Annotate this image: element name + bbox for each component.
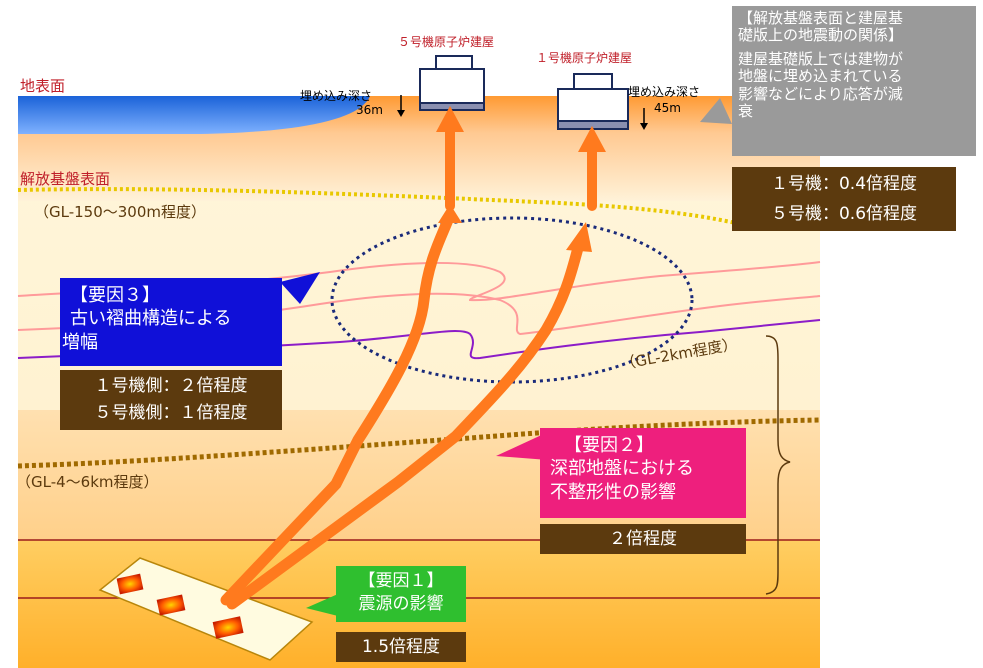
callout-top-body-4: 衰: [738, 101, 754, 120]
wave-path-unit1: [226, 242, 584, 610]
factor2-line1: 深部地盤における: [550, 458, 694, 480]
bedrock-line: [17, 187, 741, 226]
callout-top-ratios: １号機：0.4倍程度 ５号機：0.6倍程度: [732, 167, 956, 231]
sea: [18, 96, 370, 134]
factor3-ratio-1: １号機側：２倍程度: [94, 376, 248, 396]
unit5-building: [419, 55, 485, 111]
unit1-building-label: １号機原子炉建屋: [536, 51, 633, 65]
callout-top-body-1: 建屋基礎版上では建物が: [738, 49, 904, 68]
fault-patch-1: [116, 573, 144, 595]
callout-top-body-2: 地盤に埋め込まれている: [738, 67, 903, 86]
wave-path-unit5: [220, 214, 454, 606]
depth-arrow-unit5: [397, 95, 405, 117]
factor2-title: 【要因２】: [564, 435, 654, 456]
bedrock-depth-label: （GL-150～300m程度）: [34, 203, 207, 221]
arrowhead-unit1-lower: [566, 222, 592, 252]
arrowhead-unit5-upper: [436, 106, 464, 132]
fault-patch-2: [156, 594, 186, 616]
factor3-pointer: [280, 272, 320, 304]
factor3-ratio-2: ５号機側：１倍程度: [94, 403, 248, 423]
unit5-building-label: ５号機原子炉建屋: [398, 35, 495, 49]
callout-top-ratio-2: ５号機：0.6倍程度: [770, 204, 918, 224]
factor3-box: 【要因３】 古い褶曲構造による 増幅: [60, 278, 282, 366]
callout-top-body-3: 影響などにより応答が減: [738, 84, 903, 103]
callout-top-ratio-1: １号機：0.4倍程度: [770, 174, 918, 194]
surface-label: 地表面: [20, 77, 66, 95]
fault-plane: [98, 557, 314, 661]
unit5-depth-value: 36m: [356, 103, 383, 117]
factor1-box: 【要因１】 震源の影響: [336, 566, 466, 622]
unit1-depth-label: 埋め込み深さ: [628, 85, 701, 99]
fault-patch-3: [212, 616, 244, 639]
unit1-building: [557, 73, 629, 130]
factor2-box: 【要因２】 深部地盤における 不整形性の影響: [540, 428, 746, 518]
wave-arrows: [220, 125, 597, 610]
callout-top-pointer: [700, 98, 732, 124]
factor3-line2: 増幅: [62, 331, 98, 353]
callout-top: 【解放基盤表面と建屋基 礎版上の地震動の関係】 建屋基礎版上では建物が 地盤に埋…: [732, 6, 976, 156]
unit5-depth-label: 埋め込み深さ: [300, 89, 373, 103]
factor1-title: 【要因１】: [358, 571, 444, 591]
depth-arrow-unit1: [640, 108, 648, 130]
factor1-line1: 震源の影響: [358, 593, 444, 614]
factor1-pointer: [306, 594, 338, 616]
factor3-line1: 古い褶曲構造による: [70, 308, 232, 330]
factor2-pointer: [496, 432, 548, 460]
arrowhead-unit5-lower: [438, 204, 462, 223]
callout-top-title-1: 【解放基盤表面と建屋基: [738, 9, 904, 27]
callout-top-title-2: 礎版上の地震動の関係】: [738, 26, 904, 45]
factor2-ratio: ２倍程度: [540, 524, 746, 554]
gl4-label: （GL-4～6km程度）: [16, 473, 159, 491]
unit1-depth-value: 45m: [654, 101, 681, 115]
factor2-line2: 不整形性の影響: [550, 481, 676, 503]
factor3-title: 【要因３】: [70, 285, 160, 306]
arrowhead-unit1-upper: [578, 126, 606, 152]
depth-brace: [765, 335, 791, 595]
factor3-ratios: １号機側：２倍程度 ５号機側：１倍程度: [60, 370, 282, 430]
bedrock-label: 解放基盤表面: [20, 170, 111, 188]
factor1-ratio: 1.5倍程度: [336, 632, 466, 662]
